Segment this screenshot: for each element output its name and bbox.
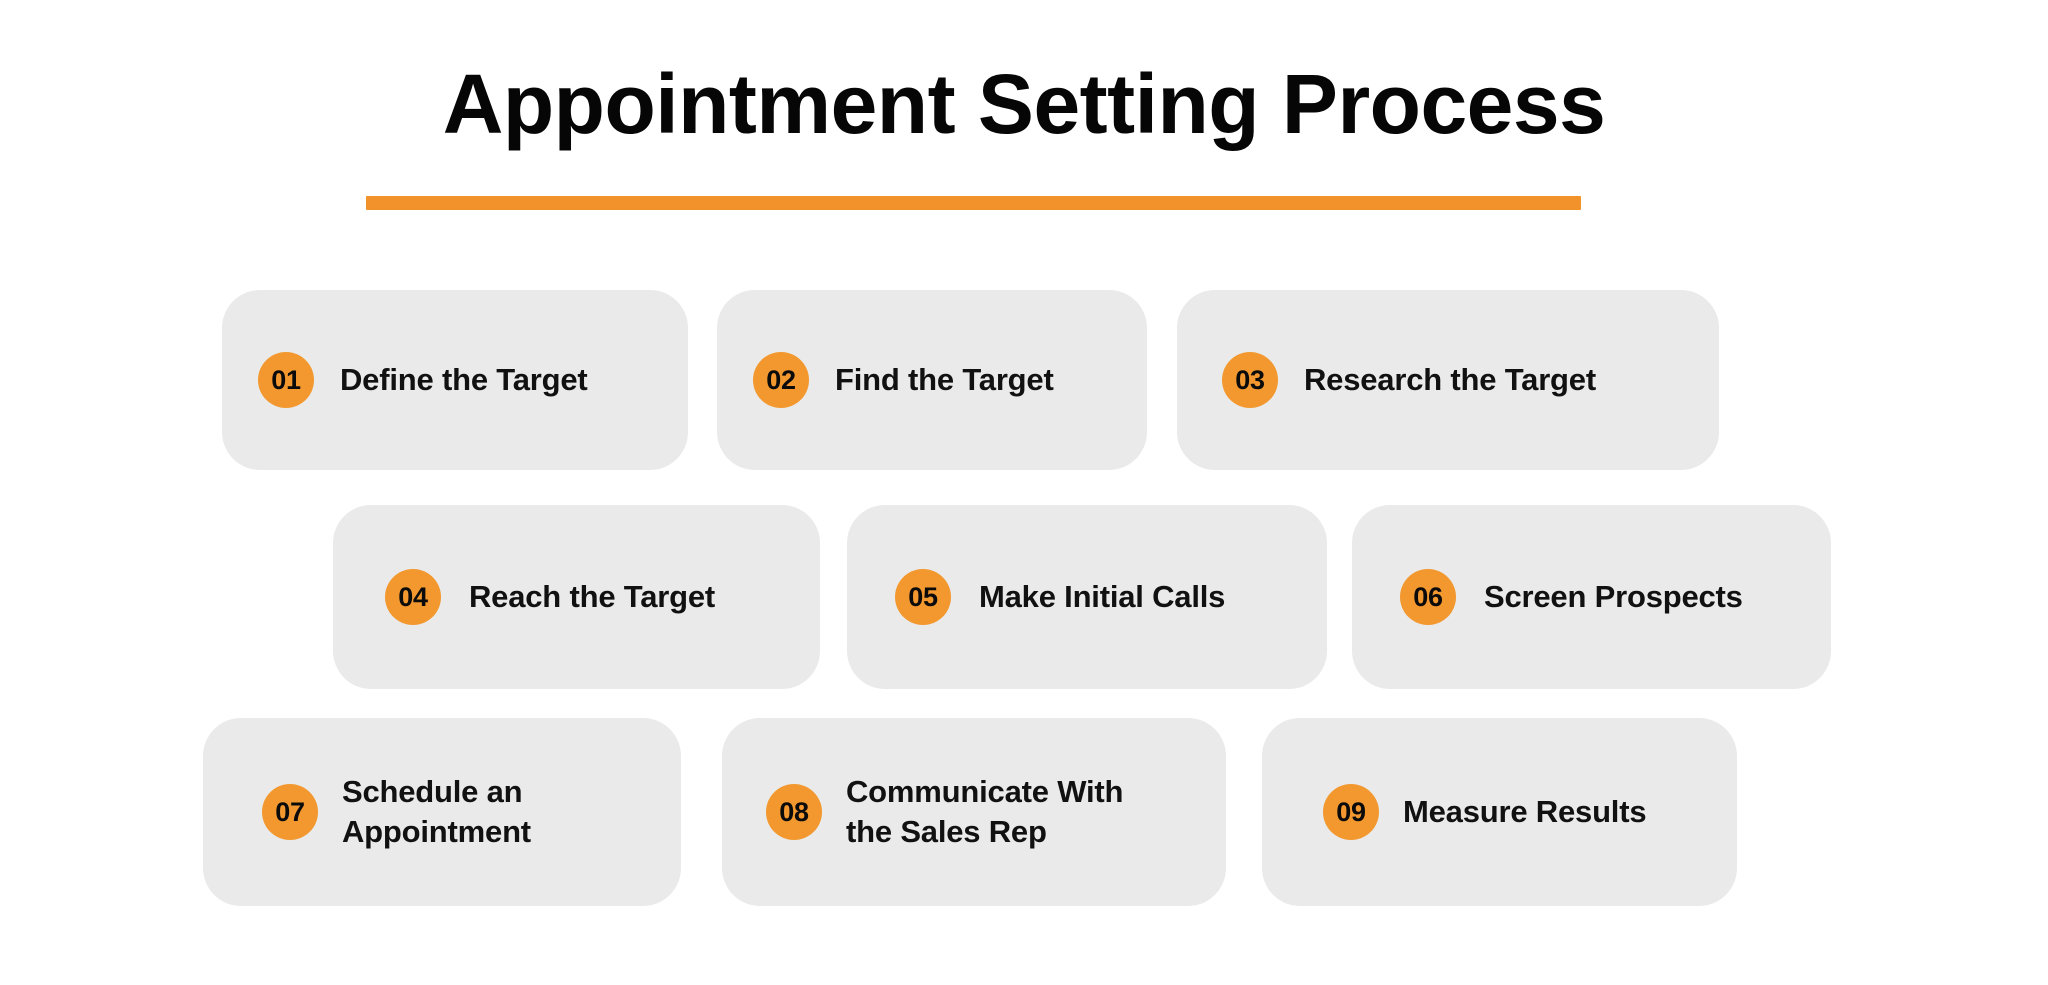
header: Appointment Setting Process	[0, 56, 2048, 152]
step-card-09[interactable]: 09 Measure Results	[1262, 718, 1737, 906]
step-label-07: Schedule an Appointment	[342, 774, 531, 849]
step-label-03: Research the Target	[1304, 362, 1596, 397]
step-card-03[interactable]: 03 Research the Target	[1177, 290, 1719, 470]
step-card-06[interactable]: 06 Screen Prospects	[1352, 505, 1831, 689]
step-label-05: Make Initial Calls	[979, 579, 1226, 614]
step-number-badge-03: 03	[1222, 352, 1278, 408]
step-number-badge-06: 06	[1400, 569, 1456, 625]
step-card-05[interactable]: 05 Make Initial Calls	[847, 505, 1327, 689]
step-number-badge-08: 08	[766, 784, 822, 840]
step-label-08: Communicate With the Sales Rep	[846, 774, 1124, 849]
step-card-07[interactable]: 07 Schedule an Appointment	[203, 718, 681, 906]
step-label-01: Define the Target	[340, 362, 588, 397]
step-number-badge-05: 05	[895, 569, 951, 625]
step-card-08[interactable]: 08 Communicate With the Sales Rep	[722, 718, 1226, 906]
step-number-badge-09: 09	[1323, 784, 1379, 840]
step-label-02: Find the Target	[835, 362, 1054, 397]
step-number-badge-07: 07	[262, 784, 318, 840]
step-number-badge-01: 01	[258, 352, 314, 408]
step-card-01[interactable]: 01 Define the Target	[222, 290, 688, 470]
title-underline-rule	[366, 196, 1581, 210]
page-title: Appointment Setting Process	[442, 57, 1606, 151]
step-label-04: Reach the Target	[469, 579, 716, 614]
step-number-badge-02: 02	[753, 352, 809, 408]
step-label-09: Measure Results	[1403, 794, 1647, 829]
step-card-02[interactable]: 02 Find the Target	[717, 290, 1147, 470]
step-number-badge-04: 04	[385, 569, 441, 625]
step-card-04[interactable]: 04 Reach the Target	[333, 505, 820, 689]
step-label-06: Screen Prospects	[1484, 579, 1743, 614]
